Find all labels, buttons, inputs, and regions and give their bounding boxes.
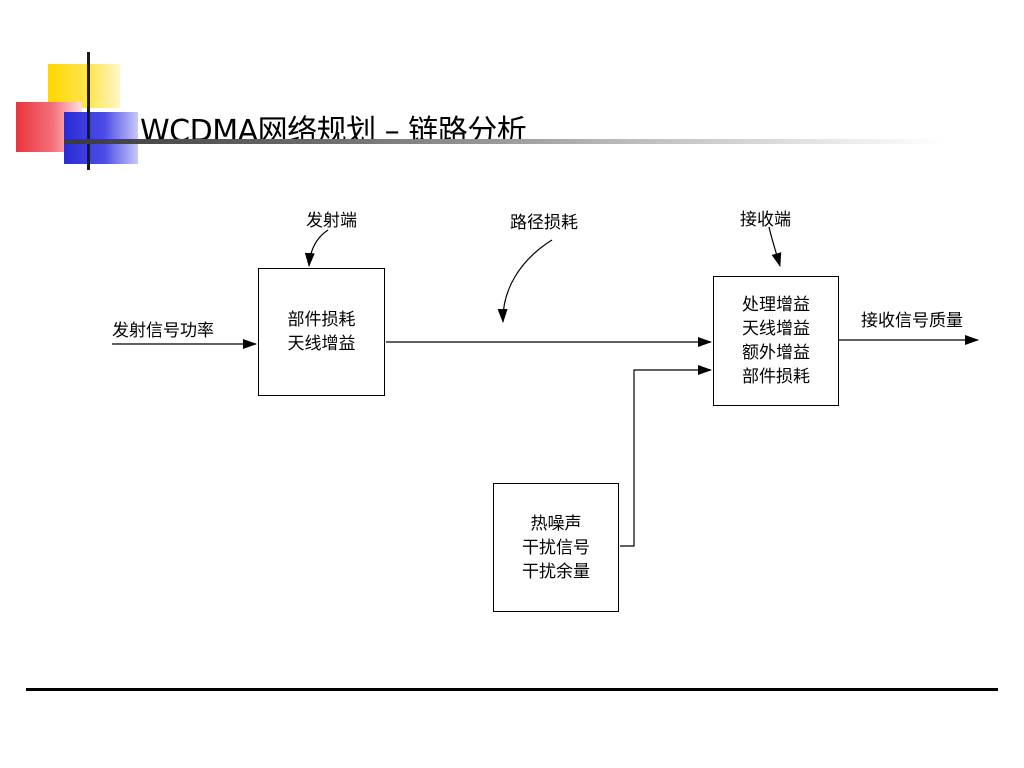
noise-box-line: 热噪声 (530, 513, 582, 534)
noise-box: 热噪声 干扰信号 干扰余量 (493, 483, 619, 612)
transmitter-box: 部件损耗 天线增益 (258, 268, 385, 396)
transmitter-box-line: 天线增益 (287, 334, 356, 354)
receiver-box: 处理增益 天线增益 额外增益 部件损耗 (713, 276, 839, 406)
received-quality-label: 接收信号质量 (861, 311, 963, 331)
receive-end-label: 接收端 (740, 210, 791, 230)
noise-box-line: 干扰信号 (522, 537, 590, 558)
receiver-box-line: 额外增益 (742, 343, 810, 363)
receiver-box-line: 天线增益 (742, 319, 810, 339)
deco-blue-square (64, 112, 138, 164)
title-underline (64, 139, 944, 144)
transmitter-box-line: 部件损耗 (287, 310, 356, 330)
deco-yellow-square (48, 64, 120, 108)
path-loss-pointer (497, 239, 553, 323)
bottom-rule (26, 688, 998, 691)
receiver-box-line: 部件损耗 (742, 367, 810, 387)
receiver-box-line: 处理增益 (742, 295, 810, 315)
transmit-power-label: 发射信号功率 (112, 321, 214, 341)
noise-arrow (620, 365, 712, 547)
transmit-end-pointer (304, 229, 329, 267)
transmit-end-label: 发射端 (306, 211, 357, 231)
noise-box-line: 干扰余量 (522, 561, 590, 582)
path-loss-label: 路径损耗 (510, 213, 578, 233)
receive-end-pointer (768, 226, 782, 267)
deco-vertical-line (87, 52, 90, 170)
